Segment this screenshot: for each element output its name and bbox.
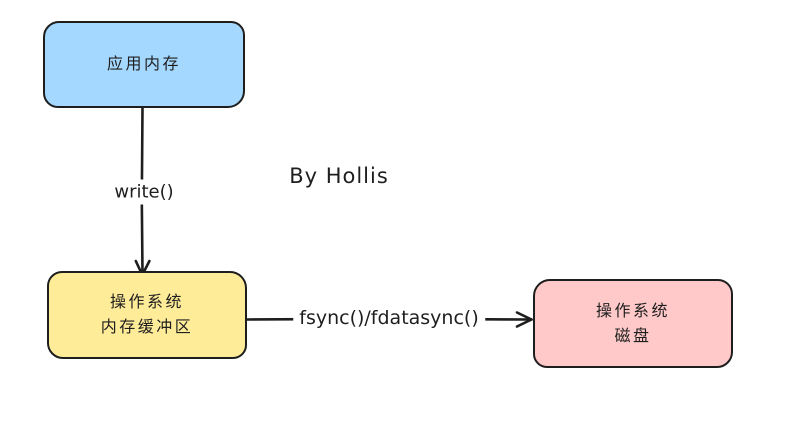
node-os-buffer-label-line2: 内存缓冲区 (100, 317, 194, 336)
node-os-disk-label-line1: 操作系统 (595, 300, 670, 320)
write-edge-label: write() (108, 179, 180, 205)
node-app-memory: 应用内存 (43, 21, 245, 108)
node-app-memory-label: 应用内存 (106, 54, 181, 74)
node-os-disk: 操作系统 磁盘 (533, 279, 733, 368)
node-os-buffer: 操作系统 内存缓冲区 (47, 271, 247, 359)
node-os-disk-label-line2: 磁盘 (614, 325, 652, 345)
fsync-edge-label: fsync()/fdatasync() (293, 305, 485, 331)
node-os-buffer-label-line1: 操作系统 (109, 292, 184, 312)
attribution-text: By Hollis (289, 164, 389, 188)
